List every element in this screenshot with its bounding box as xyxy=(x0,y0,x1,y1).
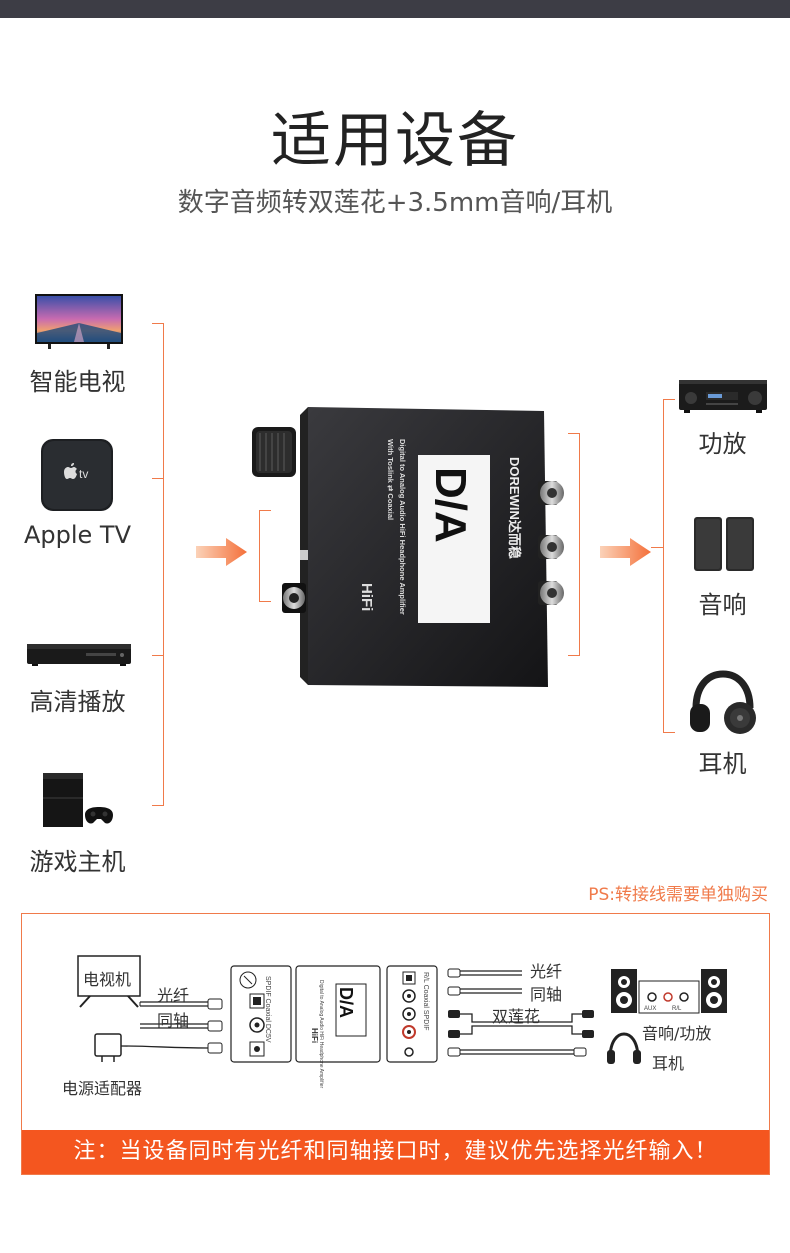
output-bracket-main xyxy=(663,399,675,733)
diagram-device-desc: Digital to Analog Audio HiFi Headphone A… xyxy=(318,980,324,1088)
source-label-console: 游戏主机 xyxy=(29,848,126,876)
amp-port-aux: AUX xyxy=(644,1006,656,1012)
headphone-diagram-icon xyxy=(607,1032,641,1064)
smart-tv-icon xyxy=(34,293,124,353)
input-arrow-icon xyxy=(196,538,247,566)
diagram-device-hifi: HiFi xyxy=(310,1028,319,1043)
output-tick-1 xyxy=(651,547,663,548)
page-subtitle: 数字音频转双莲花+3.5mm音响/耳机 xyxy=(177,188,613,218)
source-label-smart-tv: 智能电视 xyxy=(29,368,126,396)
bluray-player-icon xyxy=(26,640,132,672)
headphone-label: 耳机 xyxy=(652,1054,685,1073)
apple-tv-icon: tv xyxy=(40,438,114,516)
tv-diagram-icon xyxy=(77,955,141,1008)
output-bracket xyxy=(568,433,580,656)
device-logo: D/A xyxy=(426,467,475,543)
source-tick-2 xyxy=(152,655,164,656)
power-adapter-diagram-icon xyxy=(94,1033,122,1062)
tv-label: 电视机 xyxy=(83,970,132,989)
output-label-amplifier: 功放 xyxy=(698,430,747,458)
output-label-headphones: 耳机 xyxy=(698,750,747,778)
rca-label: 双莲花 xyxy=(492,1007,541,1026)
page-title: 适用设备 xyxy=(271,106,519,176)
purchase-note: PS:转接线需要单独购买 xyxy=(588,885,768,905)
out-optical-label: 光纤 xyxy=(530,962,563,981)
amp-port-rl: R/L xyxy=(672,1006,682,1012)
dac-device-image: D/A DOREWIN达而稳 Digital to Analog Audio H… xyxy=(248,405,588,694)
game-console-icon xyxy=(41,771,117,837)
source-label-bluray: 高清播放 xyxy=(29,688,126,716)
power-label: 电源适配器 xyxy=(62,1079,143,1098)
apple-tv-badge: tv xyxy=(79,467,88,481)
source-label-apple-tv: Apple TV xyxy=(23,521,132,549)
out-coaxial-label: 同轴 xyxy=(530,985,563,1004)
panel-right-text: R/L Coaxial SPDIF xyxy=(422,972,429,1030)
diagram-device-logo: D/A xyxy=(336,987,356,1018)
panel-left-text: SPDIF Coaxial DC5V xyxy=(264,976,271,1043)
headphones-icon xyxy=(688,668,758,740)
speaker-amp-diagram-icon: AUX R/L xyxy=(611,969,727,1014)
speakers-icon xyxy=(693,516,755,576)
device-hifi: HiFi xyxy=(358,583,375,611)
device-desc-line2: With Toslink ⇄ Coaxial xyxy=(386,439,395,520)
input-bracket xyxy=(259,510,271,602)
optical-label: 光纤 xyxy=(157,986,190,1005)
coaxial-label: 同轴 xyxy=(157,1011,190,1030)
top-banner xyxy=(0,0,790,18)
amplifier-icon xyxy=(678,378,768,418)
source-bracket xyxy=(152,323,164,806)
output-label-speakers: 音响 xyxy=(698,591,747,619)
device-brand: DOREWIN达而稳 xyxy=(507,457,522,559)
connection-diagram: SPDIF Coaxial DC5V D/A Digital to Analog… xyxy=(21,913,770,1175)
output-arrow-icon xyxy=(600,538,651,566)
device-desc-line1: Digital to Analog Audio HiFi Headphone A… xyxy=(398,439,407,615)
source-tick-1 xyxy=(152,478,164,479)
recommendation-note: 注：当设备同时有光纤和同轴接口时，建议优先选择光纤输入！ xyxy=(22,1130,769,1174)
amp-label: 音响/功放 xyxy=(642,1024,712,1043)
